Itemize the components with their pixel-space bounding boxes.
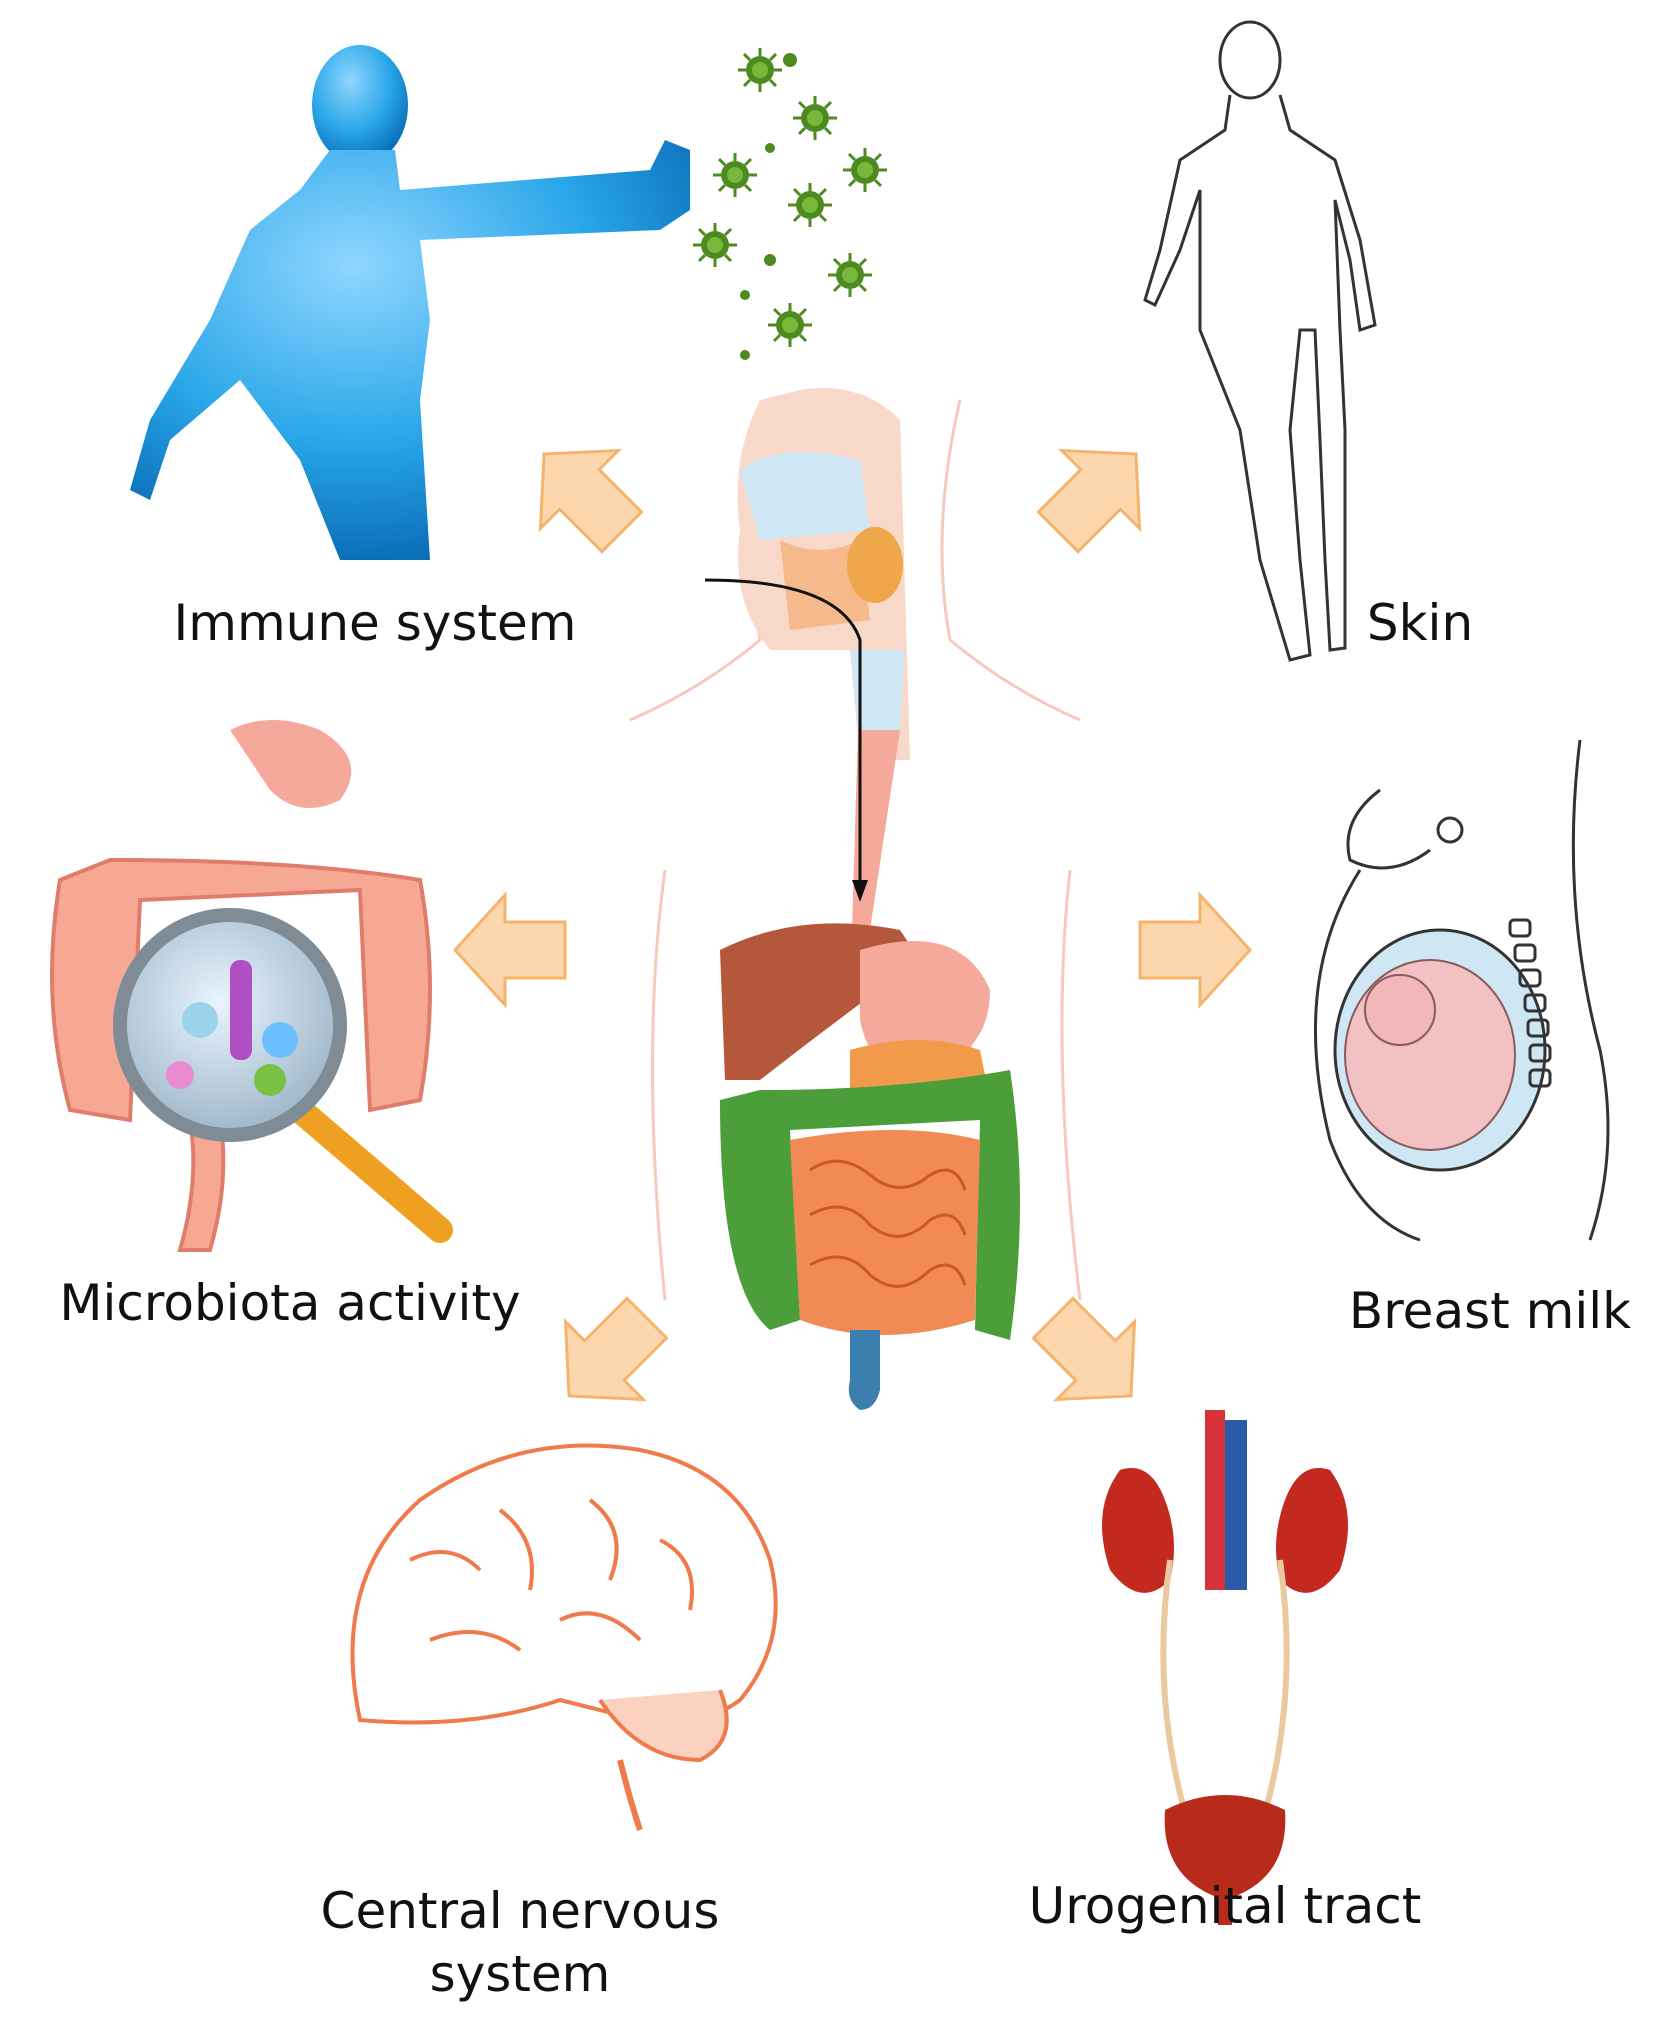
arrow-to-microbiota-activity[interactable] [452,891,567,1009]
arrow-to-immune-system[interactable] [505,415,661,571]
arrow-to-breast-milk[interactable] [1138,891,1253,1009]
arrow-to-urogenital-tract[interactable] [1014,1279,1170,1435]
brain-outline [350,1443,778,1831]
pregnant-woman-outline [1313,739,1610,1242]
digestive-system [720,923,1020,1410]
label-central-nervous-system-line2: system [429,1944,611,2003]
human-figure-blue [130,45,690,560]
label-urogenital-tract: Urogenital tract [1028,1877,1422,1935]
label-microbiota-activity: Microbiota activity [59,1274,521,1332]
label-central-nervous-system: Central nervous system [280,1880,760,2005]
swallow-path-arrow [704,578,868,902]
label-skin: Skin [1366,594,1474,652]
arrow-to-skin[interactable] [1019,415,1175,571]
human-figure-outline [1143,20,1377,662]
label-breast-milk: Breast milk [1348,1282,1632,1340]
label-central-nervous-system-line1: Central nervous [320,1882,720,1940]
urinary-system [1102,1410,1348,1925]
head-neck-cross-section [737,388,910,930]
virus-particles [691,46,889,360]
colon-with-magnifier [50,720,453,1252]
arrow-to-central-nervous-system[interactable] [530,1279,686,1435]
label-immune-system: Immune system [173,594,577,652]
